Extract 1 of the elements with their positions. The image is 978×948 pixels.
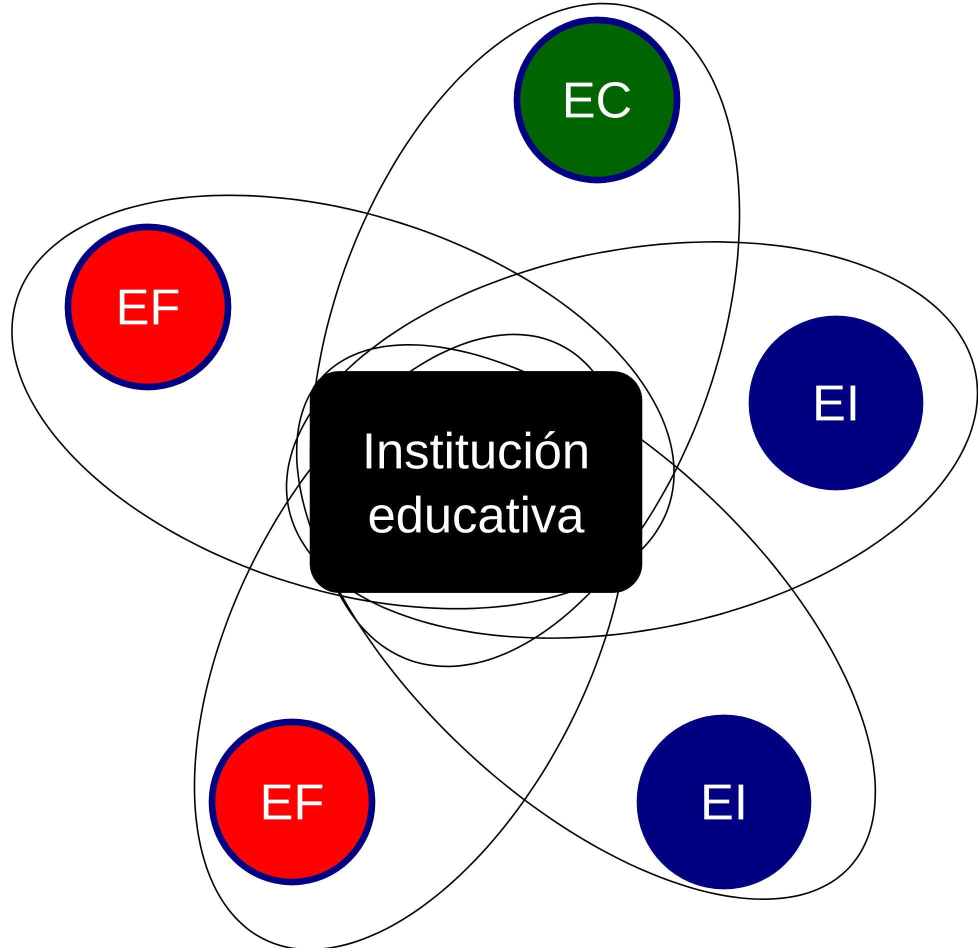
rounded-box: Institución educativa	[310, 371, 642, 593]
